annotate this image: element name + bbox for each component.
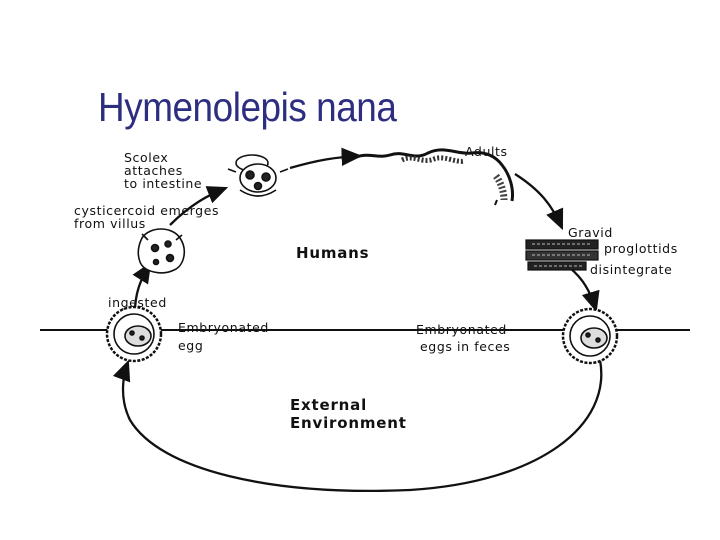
label-gravid: Gravid <box>568 225 613 240</box>
label-environment: Environment <box>290 414 407 432</box>
label-humans: Humans <box>296 244 370 262</box>
slide-title: Hymenolepis nana <box>98 84 397 130</box>
label-adults: Adults <box>465 144 508 159</box>
label-external: External <box>290 396 368 414</box>
label-scolex: Scolex <box>124 150 169 165</box>
label-embryonated-egg: Embryonated <box>178 320 269 335</box>
label-embryonated-eggs: Embryonated <box>416 322 507 337</box>
proglottids-icon <box>525 239 599 271</box>
adult-worm-icon <box>351 148 514 206</box>
label-eggs-in-feces: eggs in feces <box>420 339 511 354</box>
cysticercoid-icon <box>137 228 186 274</box>
arrow-scolex-to-adults <box>289 147 363 170</box>
arrow-adults-to-gravid <box>514 173 564 231</box>
label-scolex-attaches: attaches <box>124 163 183 178</box>
label-proglottids: proglottids <box>604 241 678 256</box>
arrow-cysticercoid-to-scolex <box>169 186 229 226</box>
label-disintegrate: disintegrate <box>590 262 673 277</box>
egg-icon <box>561 307 619 365</box>
label-egg: egg <box>178 338 204 353</box>
label-ingested: ingested <box>108 295 167 310</box>
arrow-feces-to-ingested <box>112 359 603 492</box>
scolex-icon <box>227 154 289 197</box>
label-scolex-intestine: to intestine <box>124 176 203 191</box>
label-from-villus: from villus <box>74 216 146 231</box>
egg-icon <box>105 305 163 363</box>
label-cysticercoid-emerges: cysticercoid emerges <box>74 203 220 218</box>
